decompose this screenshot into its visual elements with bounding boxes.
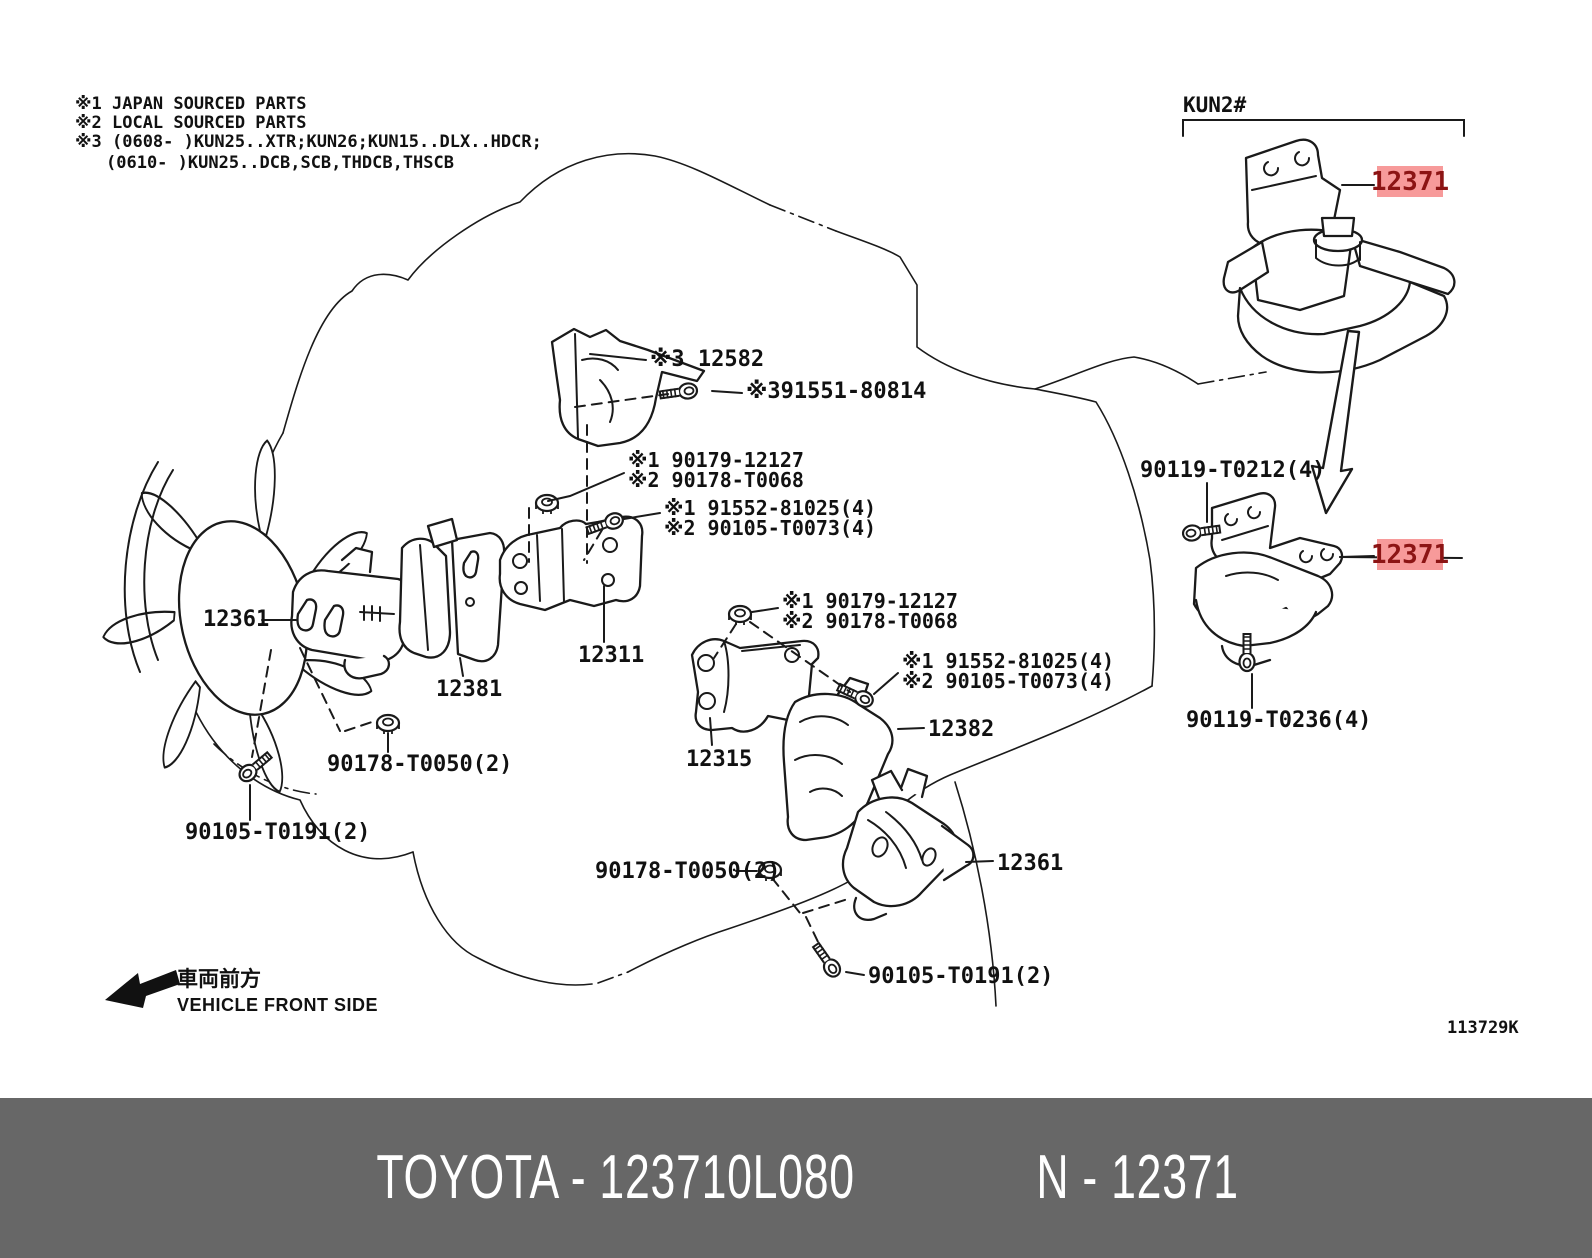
vehicle-front-label-jp: 車両前方 (177, 967, 261, 991)
label-12582: ※3 12582 (650, 347, 764, 372)
part-12381-drawing (398, 517, 506, 663)
part-12361-left-drawing (290, 546, 414, 680)
label-91552-81025-a: ※1 91552-81025(4) (664, 496, 876, 520)
label-91551-80814: ※391551-80814 (746, 379, 926, 404)
label-90105-t0073-a: ※2 90105-T0073(4) (664, 516, 876, 540)
label-91552-81025-b: ※1 91552-81025(4) (902, 649, 1114, 673)
bolt-90105-2-icon (808, 939, 845, 981)
label-90179-12127-a: ※1 90179-12127 (628, 448, 804, 472)
label-90178-t0050-b: 90178-T0050(2) (595, 859, 780, 884)
label-90119-t0236: 90119-T0236(4) (1186, 708, 1371, 733)
label-90105-t0191-a: 90105-T0191(2) (185, 820, 370, 845)
note-line-2: ※2 LOCAL SOURCED PARTS (75, 113, 306, 133)
label-12311: 12311 (578, 643, 644, 668)
alignment-dashed-lines (251, 393, 851, 947)
drawing-code: 113729K (1447, 1018, 1519, 1038)
label-12382: 12382 (928, 717, 994, 742)
footer-part-ref: N - 12371 (1036, 1143, 1239, 1212)
label-90178-t0068-b: ※2 90178-T0068 (782, 609, 958, 633)
highlighted-part-12371-bottom[interactable]: 12371 (1371, 539, 1449, 570)
label-90179-12127-b: ※1 90179-12127 (782, 589, 958, 613)
part-12582-drawing (550, 327, 706, 448)
highlight-box-top[interactable] (1377, 166, 1443, 197)
footer-banner: TOYOTA - 123710L080 N - 12371 (0, 1098, 1592, 1258)
vehicle-front-arrow-icon (105, 970, 180, 1008)
note-line-3: ※3 (0608- )KUN25..XTR;KUN26;KUN15..DLX..… (75, 132, 542, 152)
footer-part-number: TOYOTA - 123710L080 (376, 1143, 855, 1212)
legend-notes: ※1 JAPAN SOURCED PARTS ※2 LOCAL SOURCED … (75, 94, 542, 173)
nut-90179-2-icon (727, 604, 753, 627)
nut-90179-1-icon (534, 493, 560, 516)
vehicle-front-label-en: VEHICLE FRONT SIDE (177, 995, 378, 1015)
highlight-box-bottom[interactable] (1377, 539, 1443, 570)
note-line-4: (0610- )KUN25..DCB,SCB,THDCB,THSCB (106, 153, 454, 173)
label-12315: 12315 (686, 747, 752, 772)
label-90178-t0050-a: 90178-T0050(2) (327, 752, 512, 777)
part-12371-bottom-drawing (1192, 492, 1463, 667)
nut-90178-1-icon (375, 713, 401, 736)
label-90105-t0073-b: ※2 90105-T0073(4) (902, 669, 1114, 693)
fan-drawing (102, 439, 373, 794)
highlighted-part-12371-top[interactable]: 12371 (1371, 166, 1449, 197)
label-12361-right: 12361 (997, 851, 1063, 876)
part-12311-drawing (498, 515, 644, 612)
label-90105-t0191-b: 90105-T0191(2) (868, 964, 1053, 989)
footer-banner-bg (0, 1098, 1592, 1258)
note-line-1: ※1 JAPAN SOURCED PARTS (75, 94, 306, 114)
kun2-range-bracket (1182, 119, 1465, 137)
insulator-position-arrow (1310, 329, 1361, 515)
part-12371-top-drawing (1222, 138, 1456, 374)
bolt-91551-icon (658, 381, 700, 404)
leader-lines (249, 184, 1375, 976)
label-12381: 12381 (436, 677, 502, 702)
highlight-number-bottom[interactable]: 12371 (1371, 540, 1449, 570)
label-12361-left: 12361 (203, 607, 269, 632)
kun2-group-label: KUN2# (1183, 93, 1247, 117)
part-labels: KUN2# ※3 12582 ※391551-80814 ※1 90179-12… (185, 93, 1519, 1038)
part-12361-right-drawing (841, 767, 975, 922)
highlight-number-top[interactable]: 12371 (1371, 167, 1449, 197)
label-90119-t0212: 90119-T0212(4) (1140, 458, 1325, 483)
label-90178-t0068-a: ※2 90178-T0068 (628, 468, 804, 492)
